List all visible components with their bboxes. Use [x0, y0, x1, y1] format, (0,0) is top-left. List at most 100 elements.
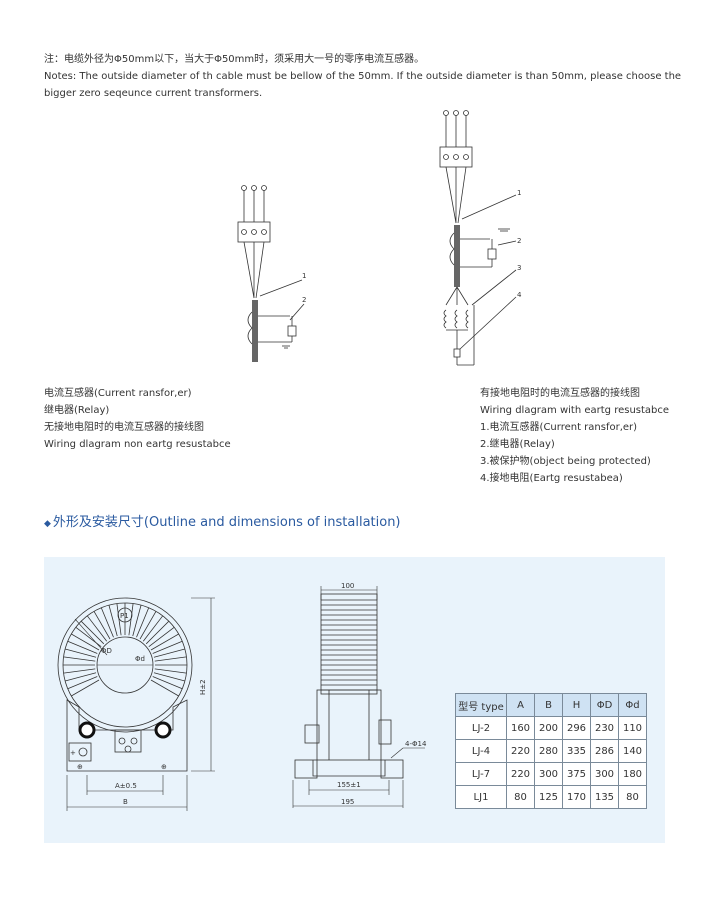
right-caption-line: 有接地电阻时的电流互感器的接线图 [480, 388, 640, 399]
a-dimension-label: A±0.5 [115, 782, 137, 790]
left-label-1: 1 [302, 272, 306, 280]
table-header: 型号 type [455, 693, 507, 717]
right-caption-line: 1.电流互感器(Current ransfor,er) [480, 422, 638, 433]
h-dimension-label: H±2 [199, 679, 207, 695]
core-rib [65, 672, 97, 682]
table-cell: LJ1 [455, 785, 507, 809]
core-rib [65, 648, 97, 658]
phi-d-inner-label: Φd [135, 655, 145, 663]
table-row: LJ-4 220 280 335 286 140 [455, 739, 647, 763]
core-rib [128, 603, 134, 636]
b-dimension-label: B [123, 798, 128, 806]
hole-dimension-label: 4-Φ14 [405, 740, 427, 748]
core-rib [108, 605, 118, 637]
spec-table: 型号 type A B H ΦD Φd LJ-2 160 200 296 230… [455, 693, 647, 809]
core-rib [71, 633, 100, 651]
core-rib [136, 607, 150, 638]
table-cell: 375 [562, 762, 591, 786]
left-caption-line: Wiring dlagram non eartg resustabce [44, 439, 231, 450]
note-line-1: 注：电缆外径为Φ50mm以下，当大于Φ50mm时，须采用大一号的零序电流互感器。 [44, 54, 425, 65]
table-cell: 296 [562, 716, 591, 740]
core-rib [93, 611, 111, 640]
table-cell: 125 [534, 785, 563, 809]
table-cell: 230 [590, 716, 619, 740]
table-cell: 110 [618, 716, 647, 740]
table-cell: 200 [534, 716, 563, 740]
core-rib [100, 607, 114, 638]
core-rib [86, 615, 108, 642]
core-rib [150, 679, 179, 697]
note-line-3: bigger zero seqeunce current transformer… [44, 88, 263, 99]
table-row: LJ-2 160 200 296 230 110 [455, 716, 647, 740]
table-cell: 300 [534, 762, 563, 786]
right-caption-line: 4.接地电阻(Eartg resustabea) [480, 473, 623, 484]
core-rib [153, 648, 185, 658]
right-label-4: 4 [517, 291, 522, 299]
left-caption-line: 电流互感器(Current ransfor,er) [44, 388, 192, 399]
inner-dimension-label: 155±1 [337, 781, 361, 789]
phi-d-outer-label: ΦD [101, 647, 112, 655]
table-header: A [506, 693, 535, 717]
table-row: LJ1 80 125 170 135 80 [455, 785, 647, 809]
core-rib [154, 668, 187, 674]
table-cell: 220 [506, 762, 535, 786]
core-rib [132, 605, 142, 637]
table-cell: 80 [618, 785, 647, 809]
core-rib [63, 656, 96, 662]
table-cell: 160 [506, 716, 535, 740]
table-cell: LJ-2 [455, 716, 507, 740]
section-title-text: 外形及安装尺寸(Outline and dimensions of instal… [52, 515, 401, 530]
wiring-diagram-with-earth: 1 2 3 4 [439, 110, 522, 366]
table-cell: LJ-7 [455, 762, 507, 786]
table-header: Φd [618, 693, 647, 717]
core-rib [153, 672, 185, 682]
table-cell: 286 [590, 739, 619, 763]
wiring-diagram-no-earth: 1 2 [237, 185, 306, 362]
core-rib [154, 656, 187, 662]
section-title: ◆外形及安装尺寸(Outline and dimensions of insta… [44, 511, 401, 530]
table-cell: 220 [506, 739, 535, 763]
table-header: B [534, 693, 563, 717]
table-cell: 335 [562, 739, 591, 763]
right-label-1: 1 [517, 189, 521, 197]
core-rib [150, 633, 179, 651]
table-cell: 280 [534, 739, 563, 763]
table-cell: 170 [562, 785, 591, 809]
table-header-row: 型号 type A B H ΦD Φd [455, 693, 647, 717]
outer-dimension-label: 195 [341, 798, 354, 806]
core-rib [71, 679, 100, 697]
table-cell: 140 [618, 739, 647, 763]
left-caption-line: 无接地电阻时的电流互感器的接线图 [44, 422, 204, 433]
right-caption-line: Wiring dlagram with eartg resustabce [480, 405, 670, 416]
table-header: H [562, 693, 591, 717]
note-line-2: Notes: The outside diameter of th cable … [44, 71, 682, 82]
plus-label: + [70, 749, 76, 757]
core-rib [67, 676, 98, 690]
p1-label: P1 [120, 612, 129, 620]
core-rib [63, 668, 96, 674]
table-cell: LJ-4 [455, 739, 507, 763]
bullet-icon: ◆ [44, 519, 51, 529]
core-rib [148, 626, 175, 648]
table-row: LJ-7 220 300 375 300 180 [455, 762, 647, 786]
side-top-dimension: 100 [341, 582, 354, 590]
side-view-drawing: 100 4-Φ14 155±1 195 [292, 582, 427, 808]
table-cell: 180 [618, 762, 647, 786]
ground-icon-right: ⊕ [161, 763, 167, 771]
core-rib [80, 620, 105, 645]
notes: 注：电缆外径为Φ50mm以下，当大于Φ50mm时，须采用大一号的零序电流互感器。… [44, 51, 681, 102]
right-caption-line: 3.被保护物(object being protected) [480, 456, 651, 467]
table-cell: 300 [590, 762, 619, 786]
table-header: ΦD [590, 693, 619, 717]
right-caption-line: 2.继电器(Relay) [480, 439, 555, 450]
table-cell: 135 [590, 785, 619, 809]
left-caption-line: 继电器(Relay) [44, 405, 110, 416]
core-rib [152, 676, 183, 690]
right-label-3: 3 [517, 264, 521, 272]
left-label-2: 2 [302, 296, 306, 304]
core-rib [139, 611, 157, 640]
core-rib [67, 640, 98, 654]
right-caption: 有接地电阻时的电流互感器的接线图 Wiring dlagram with ear… [480, 385, 669, 487]
left-caption: 电流互感器(Current ransfor,er) 继电器(Relay) 无接地… [44, 385, 231, 453]
front-view-drawing: P1 ΦD Φd + ⊕ ⊕ H±2 A±0.5 B [57, 597, 215, 811]
